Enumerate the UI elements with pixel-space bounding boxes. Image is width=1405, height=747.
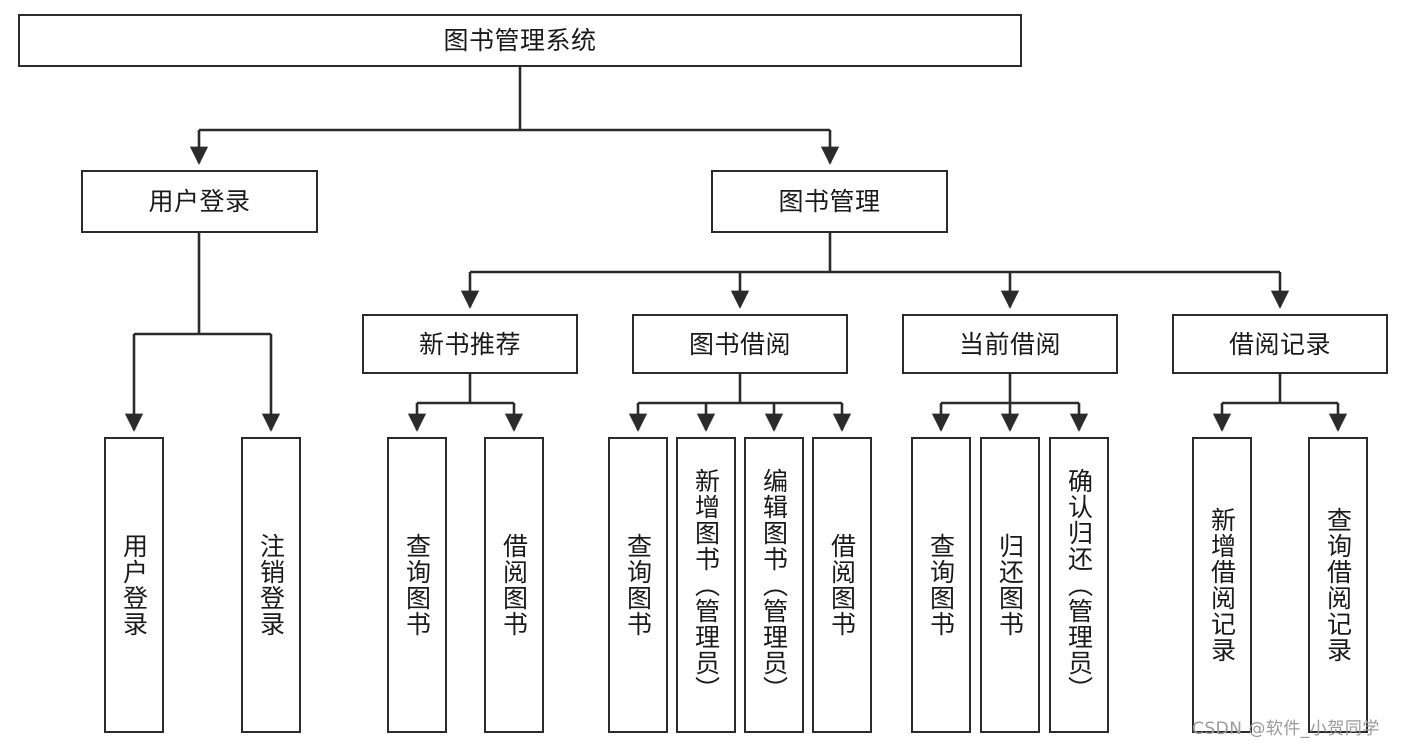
leaf-current-query-book[interactable]: 查询图书 <box>911 437 971 733</box>
leaf-user-login-logout[interactable]: 注销登录 <box>241 437 301 733</box>
leaf-borrow-add-book-admin[interactable]: 新增图书（管理员） <box>676 437 736 733</box>
node-label: 图书借阅 <box>688 329 791 359</box>
node-user-login[interactable]: 用户登录 <box>81 170 318 233</box>
node-borrow-record[interactable]: 借阅记录 <box>1172 314 1388 374</box>
node-label: 新书推荐 <box>418 329 521 359</box>
leaf-borrow-query-book[interactable]: 查询图书 <box>608 437 668 733</box>
leaf-record-add-record[interactable]: 新增借阅记录 <box>1192 437 1252 733</box>
node-label: 图书管理系统 <box>443 26 597 55</box>
node-label: 查询图书 <box>402 533 432 637</box>
leaf-record-query-record[interactable]: 查询借阅记录 <box>1308 437 1368 733</box>
node-book-borrow[interactable]: 图书借阅 <box>632 314 848 374</box>
node-new-book-recommend[interactable]: 新书推荐 <box>362 314 578 374</box>
node-label: 当前借阅 <box>958 329 1061 359</box>
node-label: 借阅图书 <box>827 533 857 637</box>
leaf-recommend-borrow-book[interactable]: 借阅图书 <box>484 437 544 733</box>
node-label: 图书管理 <box>778 187 881 216</box>
node-label: 借阅图书 <box>499 533 529 637</box>
leaf-current-confirm-return-admin[interactable]: 确认归还（管理员） <box>1049 437 1109 733</box>
node-label: 新增借阅记录 <box>1207 507 1237 663</box>
node-root-system[interactable]: 图书管理系统 <box>18 14 1022 67</box>
node-label: 注销登录 <box>256 533 286 637</box>
node-label: 编辑图书（管理员） <box>759 468 789 702</box>
node-label: 用户登录 <box>148 187 251 216</box>
node-book-management[interactable]: 图书管理 <box>711 170 948 233</box>
node-current-borrow[interactable]: 当前借阅 <box>902 314 1118 374</box>
node-label: 查询借阅记录 <box>1323 507 1353 663</box>
node-label: 查询图书 <box>623 533 653 637</box>
leaf-borrow-borrow-book[interactable]: 借阅图书 <box>812 437 872 733</box>
csdn-watermark: CSDN @软件_小贺同学 <box>1192 719 1380 739</box>
node-label: 确认归还（管理员） <box>1064 468 1094 702</box>
node-label: 归还图书 <box>995 533 1025 637</box>
node-label: 查询图书 <box>926 533 956 637</box>
node-label: 用户登录 <box>119 533 149 637</box>
leaf-user-login-login[interactable]: 用户登录 <box>104 437 164 733</box>
leaf-current-return-book[interactable]: 归还图书 <box>980 437 1040 733</box>
node-label: 新增图书（管理员） <box>691 468 721 702</box>
leaf-borrow-edit-book-admin[interactable]: 编辑图书（管理员） <box>744 437 804 733</box>
node-label: 借阅记录 <box>1228 329 1331 359</box>
leaf-recommend-query-book[interactable]: 查询图书 <box>387 437 447 733</box>
